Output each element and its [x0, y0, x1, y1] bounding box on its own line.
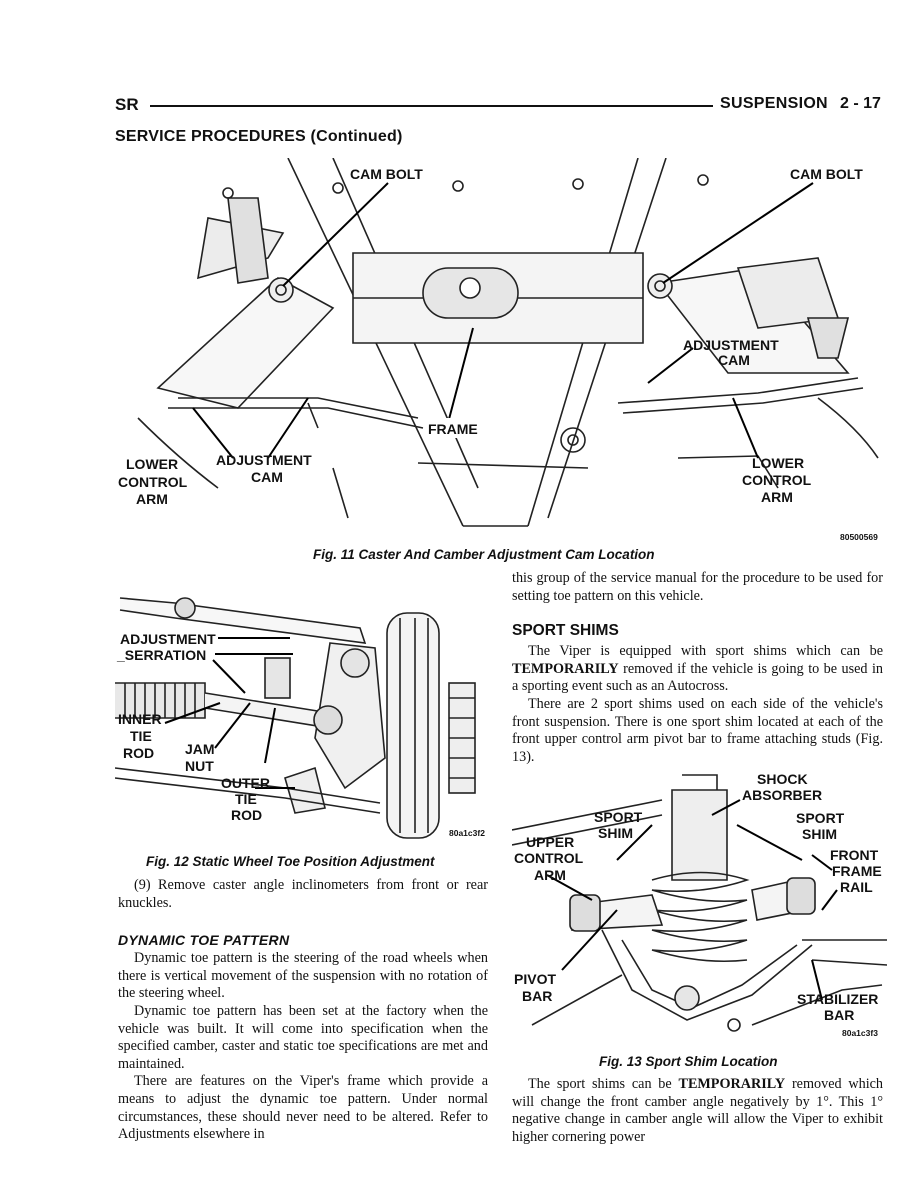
sport-shims-heading: SPORT SHIMS: [512, 622, 619, 640]
fig12-line-art: [115, 597, 476, 839]
right-column-top: this group of the service manual for the…: [512, 570, 883, 766]
fig13-label-shim-left: SHIM: [598, 825, 633, 841]
fig11-label-lower-right: LOWER: [752, 455, 804, 471]
dynamic-toe-paragraph-2: Dynamic toe pattern has been set at the …: [118, 1002, 488, 1072]
section-title: SERVICE PROCEDURES (Continued): [115, 128, 403, 145]
page-number: 2 - 17: [840, 95, 881, 112]
fig11-label-cam-bolt-left: CAM BOLT: [350, 166, 423, 182]
fig11-frame-label-bg: [424, 418, 482, 438]
fig12-label-outer: OUTER: [221, 775, 270, 791]
toe-continuation-text: this group of the service manual for the…: [512, 570, 883, 604]
chapter-title: SUSPENSION: [720, 95, 828, 112]
dynamic-toe-heading: DYNAMIC TOE PATTERN: [118, 932, 290, 949]
fig11-label-cam-left: CAM: [251, 469, 283, 485]
figure-12-illustration: ADJUSTMENT _SERRATION INNER TIE ROD JAM …: [115, 597, 485, 839]
fig12-label-outer-tie: TIE: [235, 791, 257, 807]
dynamic-toe-paragraph-1: Dynamic toe pattern is the steering of t…: [118, 950, 488, 1002]
fig11-label-adjustment-right: ADJUSTMENT: [683, 337, 779, 353]
figure-11-illustration: CAM BOLT CAM BOLT ADJUSTMENT CAM FRAME L…: [118, 158, 879, 542]
fig13-label-bar: BAR: [522, 988, 552, 1004]
dynamic-toe-paragraph-3: There are features on the Viper's frame …: [118, 1073, 488, 1143]
fig13-label-pivot: PIVOT: [514, 971, 556, 987]
fig13-line-art: [512, 774, 887, 1032]
fig13-label-control: CONTROL: [514, 850, 584, 866]
fig11-label-lower-left: LOWER: [126, 456, 178, 472]
fig13-label-stabilizer: STABILIZER: [797, 991, 878, 1007]
fig13-label-arm: ARM: [534, 867, 566, 883]
header-rule: [150, 105, 713, 107]
section-code: SR: [115, 95, 139, 114]
fig13-label-shock: SHOCK: [757, 771, 808, 787]
fig12-label-inner: INNER: [118, 711, 162, 727]
figure-11-caption: Fig. 11 Caster And Camber Adjustment Cam…: [313, 547, 655, 562]
fig12-leader-lines: [164, 637, 295, 789]
fig13-label-frame: FRAME: [832, 863, 882, 879]
fig13-label-rail: RAIL: [840, 879, 873, 895]
fig11-label-arm-left: ARM: [136, 491, 168, 507]
fig13-label-sport-left: SPORT: [594, 809, 643, 825]
fig12-code: 80a1c3f2: [449, 828, 485, 838]
fig12-label-nut: NUT: [185, 758, 214, 774]
fig13-label-front: FRONT: [830, 847, 879, 863]
fig11-label-control-left: CONTROL: [118, 474, 188, 490]
fig11-label-cam-bolt-right: CAM BOLT: [790, 166, 863, 182]
fig13-leader-lines: [546, 799, 838, 1001]
fig11-label-frame: FRAME: [428, 421, 478, 437]
fig11-label-arm-right: ARM: [761, 489, 793, 505]
sport-shims-paragraph-2: There are 2 sport shims used on each sid…: [512, 695, 883, 765]
fig13-label-sport-right: SPORT: [796, 810, 845, 826]
fig11-label-adjustment-left: ADJUSTMENT: [216, 452, 312, 468]
figure-13-illustration: SHOCK ABSORBER SPORT SHIM SPORT SHIM UPP…: [512, 771, 887, 1038]
sport-shims-paragraph-1: The Viper is equipped with sport shims w…: [512, 643, 883, 695]
fig13-label-stabilizer-bar: BAR: [824, 1007, 854, 1023]
fig12-label-rod: ROD: [123, 745, 154, 761]
fig13-label-absorber: ABSORBER: [742, 787, 822, 803]
fig13-code: 80a1c3f3: [842, 1028, 878, 1038]
left-column: (9) Remove caster angle inclinometers fr…: [118, 877, 488, 1144]
fig12-label-tie: TIE: [130, 728, 152, 744]
right-column-bottom: The sport shims can be TEMPORARILY remov…: [512, 1076, 883, 1146]
fig13-label-shim-right: SHIM: [802, 826, 837, 842]
fig12-label-outer-rod: ROD: [231, 807, 262, 823]
fig11-leader-lines: [192, 182, 814, 459]
fig12-label-serration: _SERRATION: [116, 647, 206, 663]
fig11-label-control-right: CONTROL: [742, 472, 812, 488]
fig12-label-adjustment: ADJUSTMENT: [120, 631, 216, 647]
fig11-label-cam-right: CAM: [718, 352, 750, 368]
fig13-label-upper: UPPER: [526, 834, 574, 850]
fig11-code: 80500569: [840, 532, 878, 542]
figure-12-caption: Fig. 12 Static Wheel Toe Position Adjust…: [146, 854, 435, 869]
step-9-text: (9) Remove caster angle inclinometers fr…: [118, 877, 488, 911]
sport-shims-paragraph-3: The sport shims can be TEMPORARILY remov…: [512, 1076, 884, 1145]
fig12-label-jam: JAM: [185, 741, 215, 757]
figure-13-caption: Fig. 13 Sport Shim Location: [599, 1054, 778, 1069]
fig11-line-art: [137, 158, 879, 527]
